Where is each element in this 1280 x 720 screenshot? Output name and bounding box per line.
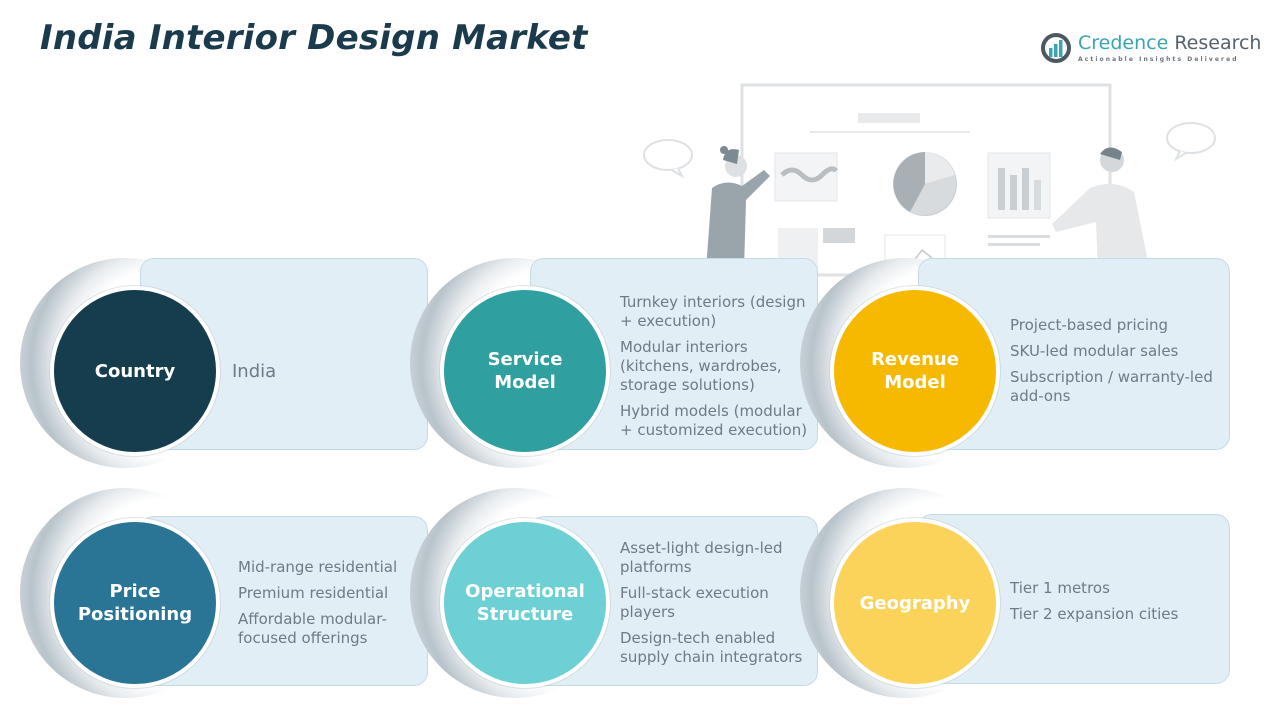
segment-circle: Revenue Model [830,286,1000,456]
page-title: India Interior Design Market [40,18,588,58]
segment-item: Mid-range residential [238,558,398,576]
segment-country: Country India [0,258,428,478]
segment-item: Design-tech enabled supply chain integra… [620,629,803,666]
segment-items: Mid-range residential Premium residentia… [238,518,418,688]
credence-research-logo: Credence Research Actionable Insights De… [1040,30,1261,70]
woman-presenter-figure [706,146,770,270]
segment-items: India [232,286,418,456]
segment-circle: Price Positioning [50,518,220,688]
segment-label: Price Positioning [77,581,193,625]
segment-label: Country [94,360,176,382]
segment-price-positioning: Price Positioning Mid-range residential … [0,488,428,708]
segment-item: Affordable modular-focused offerings [238,610,387,647]
segment-item: Subscription / warranty-led add-ons [1010,368,1213,405]
segment-circle: Operational Structure [440,518,610,688]
segment-circle: Geography [830,518,1000,688]
segment-item: Full-stack execution players [620,584,769,621]
segment-item: Premium residential [238,584,389,602]
speech-bubble-left-icon [643,139,693,179]
segment-label: Operational Structure [465,581,585,625]
segment-item: Turnkey interiors (design + execution) [620,292,806,330]
segment-items: Asset-light design-led platforms Full-st… [620,518,808,688]
segment-item: SKU-led modular sales [1010,342,1179,360]
segment-operational-structure: Operational Structure Asset-light design… [390,488,818,708]
segment-geography: Geography Tier 1 metros Tier 2 expansion… [780,488,1230,708]
logo-name-part2: Research [1168,32,1262,54]
segment-items: Turnkey interiors (design + execution) M… [620,278,808,454]
man-presenter-figure [1052,147,1150,272]
logo-wordmark: Credence Research [1078,32,1261,54]
segment-item: Modular interiors (kitchens, wardrobes, … [620,337,782,394]
segment-service-model: Service Model Turnkey interiors (design … [390,258,818,478]
segment-revenue-model: Revenue Model Project-based pricing SKU-… [780,258,1230,478]
presentation-illustration [643,83,1216,280]
segment-label: Service Model [487,349,563,393]
segment-item: Tier 2 expansion cities [1010,604,1179,623]
pie-chart-icon [893,152,957,216]
segment-circle: Service Model [440,286,610,456]
segment-label: Geography [859,592,971,614]
segment-item: Project-based pricing [1010,316,1169,334]
bar-chart-logo-icon [1041,33,1071,63]
logo-name-part1: Credence [1078,32,1169,54]
segment-label: Revenue Model [871,349,959,393]
segment-item: India [232,360,277,382]
segment-item: Asset-light design-led platforms [620,539,783,576]
segment-item: Hybrid models (modular + customized exec… [620,401,808,439]
segment-item: Tier 1 metros [1010,578,1110,597]
logo-tagline: Actionable Insights Delivered [1078,56,1239,63]
speech-bubble-right-icon [1166,122,1216,162]
segment-items: Tier 1 metros Tier 2 expansion cities [1010,518,1198,684]
segment-items: Project-based pricing SKU-led modular sa… [1010,286,1230,436]
segment-circle: Country [50,286,220,456]
